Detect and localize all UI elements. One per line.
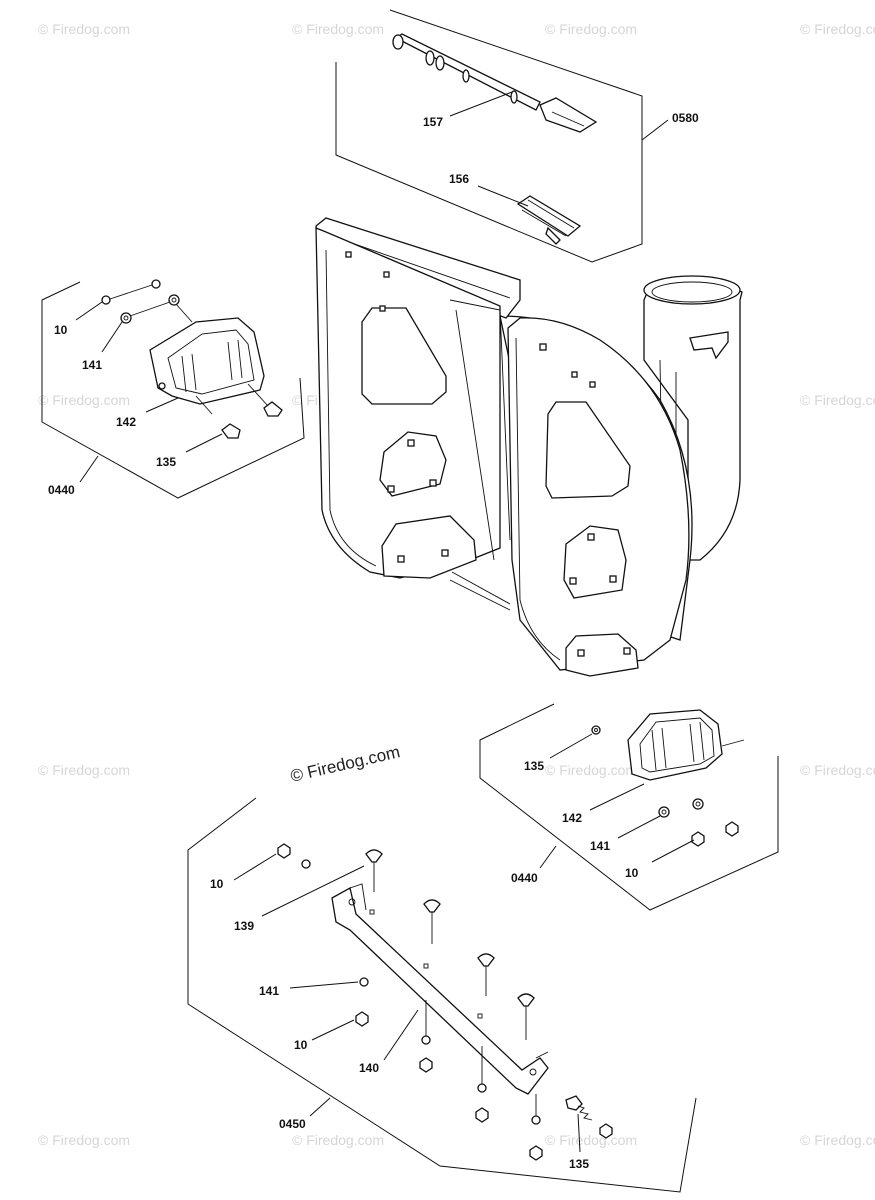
kit-0450-group: 0450	[187, 797, 697, 1193]
shaft-part-157	[392, 33, 598, 133]
kit-0580-bracket	[335, 9, 643, 263]
callout-0450: 0450	[279, 1117, 306, 1131]
carriage-bolt-part-135	[221, 401, 283, 439]
watermark-tile: © Firedog.com	[800, 762, 875, 778]
leader-line	[261, 865, 365, 917]
callout-0440: 0440	[511, 871, 538, 885]
watermark-tile: © Firedog.com	[545, 21, 637, 37]
watermark-tile: © Firedog.com	[38, 762, 130, 778]
leader-line	[185, 433, 223, 453]
callout-141: 141	[82, 358, 102, 372]
leader-line	[617, 815, 661, 839]
leader-line	[289, 981, 359, 989]
callout-10: 10	[294, 1038, 308, 1052]
leader-line	[539, 845, 557, 869]
leader-line	[589, 783, 645, 811]
watermark-tile: © Firedog.com	[38, 21, 130, 37]
leader-line	[449, 91, 513, 117]
callout-135: 135	[569, 1157, 589, 1171]
leader-line	[101, 321, 123, 353]
kit-0450-bracket	[187, 797, 697, 1193]
leader-line	[477, 185, 529, 207]
kit-0440-right-group: 0440 135 142 141 10	[479, 703, 779, 911]
leader-line	[79, 455, 99, 483]
callout-141: 141	[590, 839, 610, 853]
watermark-tile: © Firedog.com	[800, 392, 875, 408]
leader-line	[311, 1019, 355, 1041]
leader-line	[651, 839, 695, 863]
watermark-tile: © Firedog.com	[800, 1132, 875, 1148]
callout-140: 140	[359, 1061, 379, 1075]
bracket-part-140	[331, 883, 549, 1095]
callout-142: 142	[562, 811, 582, 825]
clip-part-156	[516, 195, 582, 245]
leader-line	[309, 1097, 331, 1117]
leader-line	[641, 119, 669, 141]
watermark-layer: © Firedog.com © Firedog.com © Firedog.co…	[38, 21, 875, 1148]
leader-line	[383, 1009, 419, 1061]
watermark-tile: © Firedog.com	[800, 21, 875, 37]
kit-0440-left-group: 0440 10 141 142 135	[41, 279, 305, 499]
callout-135: 135	[524, 759, 544, 773]
kit-0440-bracket	[41, 281, 305, 499]
callout-157: 157	[423, 115, 443, 129]
kit-0580-group: 0580 157 156	[335, 9, 699, 263]
skid-shoe-part-142	[627, 709, 745, 781]
watermark-tile: © Firedog.com	[38, 392, 130, 408]
callout-10: 10	[625, 866, 639, 880]
callout-139: 139	[234, 919, 254, 933]
skid-shoe-part-142	[149, 317, 265, 405]
callout-10: 10	[210, 877, 224, 891]
leader-line	[233, 853, 277, 881]
callout-142: 142	[116, 415, 136, 429]
carriage-bolt-part-139	[365, 849, 535, 1040]
watermark-main: © Firedog.com	[289, 742, 402, 786]
leader-line	[75, 301, 103, 321]
kit-0440-bracket	[479, 703, 779, 911]
watermark-tile: © Firedog.com	[545, 762, 637, 778]
callout-0580: 0580	[672, 111, 699, 125]
callout-135: 135	[156, 455, 176, 469]
watermark-tile: © Firedog.com	[545, 1132, 637, 1148]
callout-156: 156	[449, 172, 469, 186]
leader-line	[577, 1113, 581, 1153]
bolt-part-135	[565, 1095, 613, 1139]
watermark-tile: © Firedog.com	[292, 21, 384, 37]
callout-0440: 0440	[48, 483, 75, 497]
callout-10: 10	[54, 323, 68, 337]
leader-line	[145, 397, 179, 413]
callout-141: 141	[259, 984, 279, 998]
auger-housing	[315, 217, 743, 677]
watermark-tile: © Firedog.com	[38, 1132, 130, 1148]
watermark-tile: © Firedog.com	[292, 1132, 384, 1148]
leader-line	[549, 733, 593, 759]
